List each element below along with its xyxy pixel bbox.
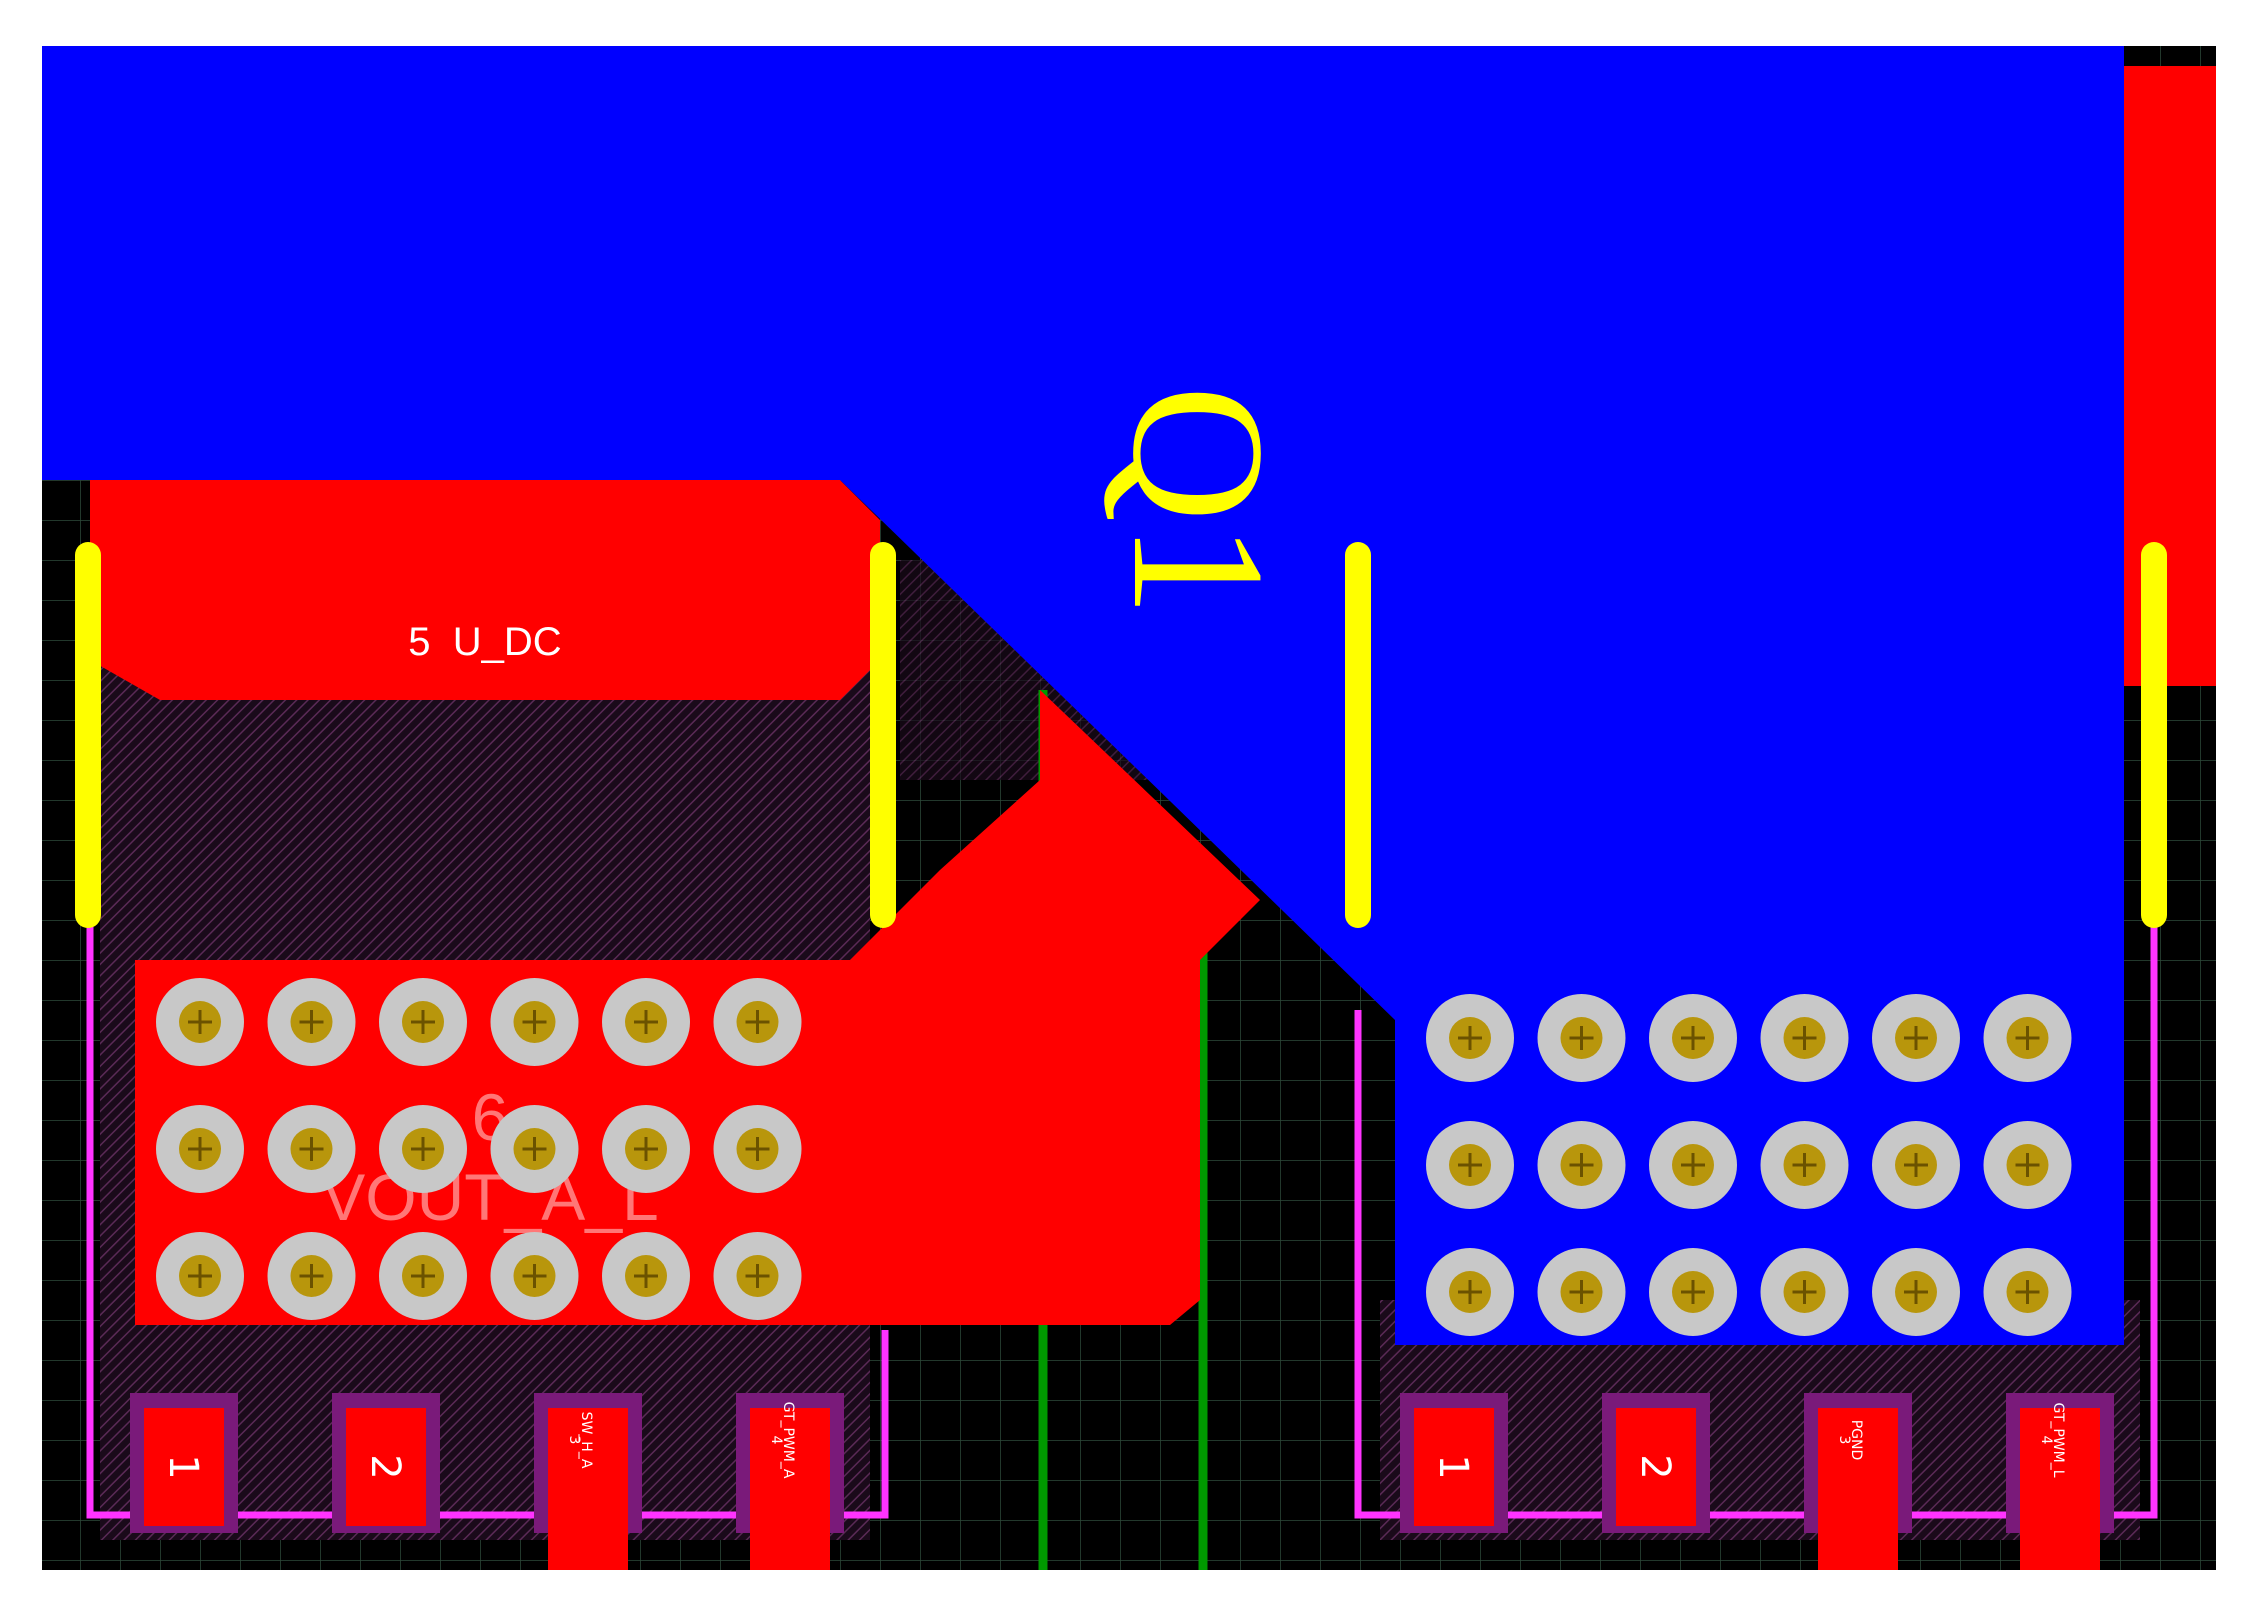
right-pin-2[interactable]: 2 bbox=[1602, 1393, 1710, 1533]
right-courtyard-outline bbox=[1354, 920, 2158, 1519]
via bbox=[602, 978, 690, 1066]
pin-number-label: 4 bbox=[2038, 1436, 2054, 1445]
via bbox=[713, 1105, 802, 1193]
left-courtyard-outline bbox=[86, 560, 889, 1519]
via bbox=[1983, 1121, 2072, 1209]
via bbox=[490, 1105, 579, 1193]
via bbox=[267, 1105, 356, 1193]
via bbox=[1649, 1248, 1737, 1336]
pin-net-label: PGND bbox=[1848, 1420, 1864, 1461]
via bbox=[1537, 1121, 1626, 1209]
via bbox=[379, 978, 467, 1066]
left-pin-4[interactable]: 4 GT_PWM_A bbox=[736, 1393, 844, 1570]
via bbox=[1872, 1121, 1960, 1209]
via bbox=[1426, 1121, 1514, 1209]
via bbox=[713, 1232, 802, 1320]
pin-net-label: GT_PWM_A bbox=[780, 1402, 796, 1479]
via bbox=[156, 1105, 244, 1193]
designator-label: Q1 bbox=[1093, 385, 1303, 617]
left-via-array bbox=[156, 978, 802, 1320]
right-pin-1[interactable]: 1 bbox=[1400, 1393, 1508, 1533]
via bbox=[602, 1105, 690, 1193]
top-copper-right-edge bbox=[2124, 66, 2216, 686]
via bbox=[267, 978, 356, 1066]
via bbox=[1537, 1248, 1626, 1336]
net-name-label: VOUT_A_L bbox=[321, 1160, 658, 1234]
via bbox=[379, 1232, 467, 1320]
pin-net-label: GT_PWM_L bbox=[2050, 1402, 2066, 1477]
right-pin-3[interactable]: 3 PGND bbox=[1804, 1393, 1912, 1570]
pin-number-label: 1 bbox=[1430, 1454, 1476, 1479]
via bbox=[1872, 994, 1960, 1082]
left-pin-1[interactable]: 1 bbox=[130, 1393, 238, 1533]
left-pin-3[interactable]: 3 SW_H_A bbox=[534, 1393, 642, 1570]
via bbox=[156, 978, 244, 1066]
left-pin-2[interactable]: 2 bbox=[332, 1393, 440, 1533]
via bbox=[1760, 994, 1849, 1082]
pin-number-label: 3 bbox=[566, 1436, 582, 1445]
via bbox=[602, 1232, 690, 1320]
pin-number-label: 2 bbox=[1632, 1454, 1678, 1479]
pin-net-label: SW_H_A bbox=[578, 1412, 594, 1469]
pin-number-label: 1 bbox=[160, 1454, 206, 1479]
via bbox=[1760, 1121, 1849, 1209]
via bbox=[1760, 1248, 1849, 1336]
via bbox=[1426, 1248, 1514, 1336]
via bbox=[379, 1105, 467, 1193]
top-copper-drain-tab bbox=[90, 480, 880, 700]
right-pin-4[interactable]: 4 GT_PWM_L bbox=[2006, 1393, 2114, 1570]
pin-number-label: 4 bbox=[768, 1436, 784, 1445]
drain-tab-label: 5 U_DC bbox=[408, 620, 561, 664]
via bbox=[1649, 1121, 1737, 1209]
right-via-array bbox=[1426, 994, 2072, 1336]
via bbox=[1872, 1248, 1960, 1336]
via bbox=[1983, 994, 2072, 1082]
via bbox=[1426, 994, 1514, 1082]
via bbox=[156, 1232, 244, 1320]
pin-number-label: 2 bbox=[362, 1454, 408, 1479]
via bbox=[1983, 1248, 2072, 1336]
via bbox=[1649, 994, 1737, 1082]
via bbox=[713, 978, 802, 1066]
via bbox=[267, 1232, 356, 1320]
via bbox=[490, 1232, 579, 1320]
pin-number-label: 3 bbox=[1836, 1436, 1852, 1445]
via bbox=[490, 978, 579, 1066]
via bbox=[1537, 994, 1626, 1082]
